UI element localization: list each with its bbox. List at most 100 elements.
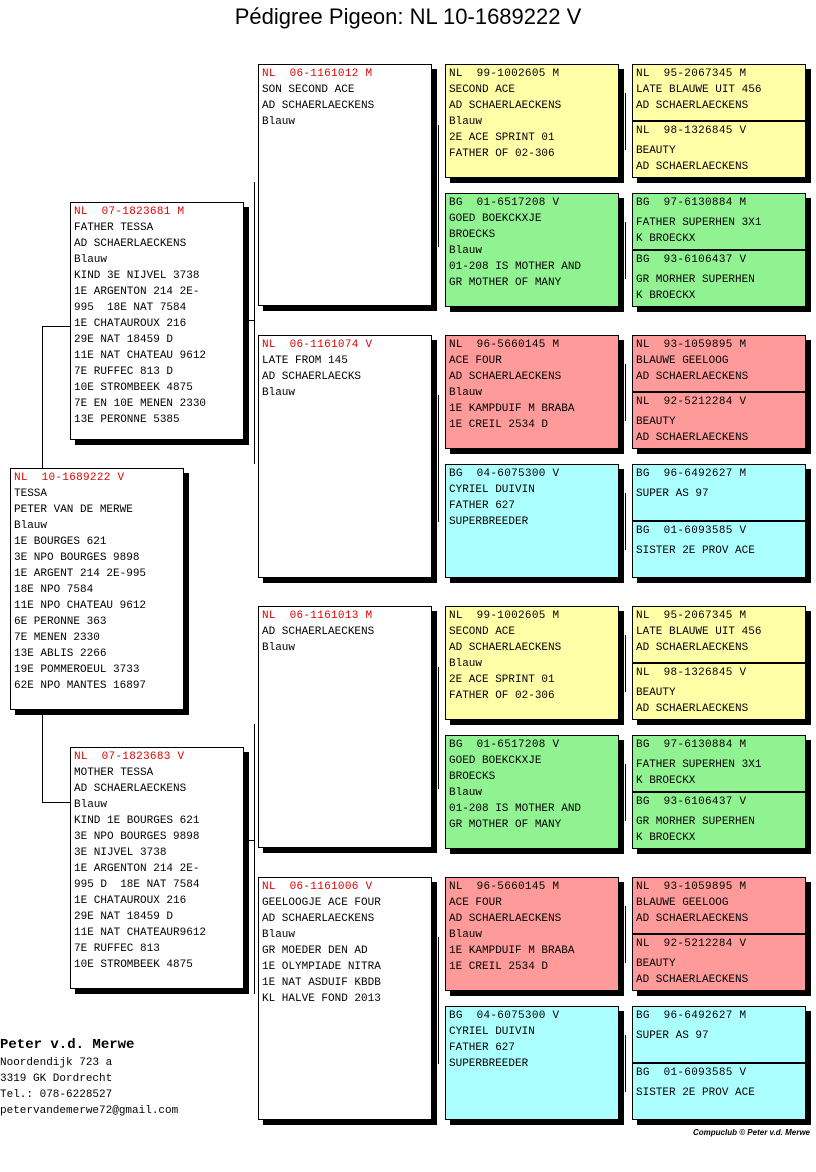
ring-number: NL 07-1823683 V bbox=[74, 751, 185, 763]
pigeon-card-gen5: NL 92-5212284 V BEAUTY AD SCHAERLAECKENS bbox=[632, 934, 806, 991]
ring-number: BG 93-6106437 V bbox=[636, 254, 747, 266]
card-line: 3E NPO BOURGES 9898 bbox=[74, 831, 200, 843]
card-line: 7E EN 10E MENEN 2330 bbox=[74, 398, 207, 410]
pigeon-card-gen5: NL 92-5212284 V BEAUTY AD SCHAERLAECKENS bbox=[632, 392, 806, 449]
card-line: 13E PERONNE 5385 bbox=[74, 414, 180, 426]
card-line: 6E PERONNE 363 bbox=[14, 616, 107, 628]
connector-line bbox=[625, 364, 626, 421]
card-line: 1E CREIL 2534 D bbox=[449, 419, 549, 431]
card-line: 11E NPO CHATEAU 9612 bbox=[14, 600, 147, 612]
card-line: 1E CREIL 2534 D bbox=[449, 961, 549, 973]
card-line: 1E CHATAUROUX 216 bbox=[74, 895, 187, 907]
ring-number: NL 98-1326845 V bbox=[636, 125, 747, 137]
page-title: Pédigree Pigeon: NL 10-1689222 V bbox=[234, 4, 582, 29]
connector-line bbox=[625, 93, 626, 150]
card-line: AD SCHAERLAECKENS bbox=[636, 642, 749, 654]
card-line: AD SCHAERLAECKENS bbox=[262, 100, 375, 112]
pigeon-card-subject: NL 10-1689222 V TESSA PETER VAN DE MERWE… bbox=[10, 468, 184, 710]
card-line: Blauw bbox=[449, 245, 483, 257]
card-line: Blauw bbox=[262, 642, 296, 654]
card-line: AD SCHAERLAECKENS bbox=[262, 626, 375, 638]
card-line: AD SCHAERLAECKENS bbox=[636, 703, 749, 715]
card-line: 11E NAT CHATEAU 9612 bbox=[74, 350, 207, 362]
card-line: FATHER SUPERHEN 3X1 bbox=[636, 759, 762, 771]
card-line: Blauw bbox=[449, 116, 483, 128]
ring-number: BG 04-6075300 V bbox=[449, 468, 560, 480]
pigeon-card-great-grandparent: NL 96-5660145 M ACE FOUR AD SCHAERLAECKE… bbox=[445, 877, 619, 991]
pigeon-card-grandparent: NL 06-1161012 M SON SECOND ACE AD SCHAER… bbox=[258, 64, 432, 306]
card-line: SECOND ACE bbox=[449, 626, 516, 638]
card-line: K BROECKX bbox=[636, 775, 696, 787]
pigeon-card-gen5: BG 96-6492627 M SUPER AS 97 bbox=[632, 1006, 806, 1063]
pigeon-card-grandparent: NL 06-1161074 V LATE FROM 145 AD SCHAERL… bbox=[258, 335, 432, 578]
connector-line bbox=[254, 182, 255, 464]
connector-line bbox=[254, 724, 255, 994]
ring-number: BG 04-6075300 V bbox=[449, 1010, 560, 1022]
pigeon-card-gen5: NL 93-1059895 M BLAUWE GEELOOG AD SCHAER… bbox=[632, 335, 806, 392]
ring-number: NL 06-1161074 V bbox=[262, 339, 373, 351]
card-line: 18E NPO 7584 bbox=[14, 584, 94, 596]
pigeon-card-grandparent: NL 06-1161013 M AD SCHAERLAECKENS Blauw bbox=[258, 606, 432, 848]
card-line: 62E NPO MANTES 16897 bbox=[14, 680, 147, 692]
ring-number: BG 93-6106437 V bbox=[636, 796, 747, 808]
connector-line bbox=[42, 710, 43, 802]
owner-city: 3319 GK Dordrecht bbox=[0, 1073, 113, 1085]
card-line: GR MORHER SUPERHEN bbox=[636, 816, 755, 828]
connector-line bbox=[244, 320, 254, 321]
card-line: Blauw bbox=[262, 387, 296, 399]
card-line: AD SCHAERLAECKENS bbox=[74, 238, 187, 250]
card-line: AD SCHAERLAECKENS bbox=[449, 100, 562, 112]
ring-number: NL 96-5660145 M bbox=[449, 339, 560, 351]
ring-number: BG 01-6093585 V bbox=[636, 1067, 747, 1079]
card-line: 10E STROMBEEK 4875 bbox=[74, 959, 193, 971]
ring-number: BG 01-6517208 V bbox=[449, 197, 560, 209]
card-line: 13E ABLIS 2266 bbox=[14, 648, 107, 660]
card-line: AD SCHAERLAECKENS bbox=[636, 371, 749, 383]
pigeon-card-gen5: BG 93-6106437 V GR MORHER SUPERHEN K BRO… bbox=[632, 250, 806, 307]
card-line: Blauw bbox=[74, 254, 108, 266]
card-line: 3E NIJVEL 3738 bbox=[74, 847, 167, 859]
card-line: GOED BOEKCKXJE bbox=[449, 755, 542, 767]
card-line: BEAUTY bbox=[636, 687, 676, 699]
card-line: 1E ARGENTON 214 2E- bbox=[74, 863, 200, 875]
ring-number: BG 96-6492627 M bbox=[636, 1010, 747, 1022]
card-line: SISTER 2E PROV ACE bbox=[636, 1087, 755, 1099]
card-line: AD SCHAERLAECKENS bbox=[636, 913, 749, 925]
owner-email: petervandemerwe72@gmail.com bbox=[0, 1105, 179, 1117]
connector-line bbox=[625, 906, 626, 963]
ring-number: BG 01-6517208 V bbox=[449, 739, 560, 751]
owner-name: Peter v.d. Merwe bbox=[0, 1037, 135, 1053]
pigeon-card-gen5: NL 98-1326845 V BEAUTY AD SCHAERLAECKENS bbox=[632, 663, 806, 720]
card-line: BROECKS bbox=[449, 229, 496, 241]
pigeon-card-gen5: NL 95-2067345 M LATE BLAUWE UIT 456 AD S… bbox=[632, 64, 806, 121]
card-line: Blauw bbox=[449, 387, 483, 399]
ring-number: NL 92-5212284 V bbox=[636, 396, 747, 408]
card-line: K BROECKX bbox=[636, 832, 696, 844]
card-line: SISTER 2E PROV ACE bbox=[636, 545, 755, 557]
card-line: K BROECKX bbox=[636, 290, 696, 302]
card-line: KL HALVE FOND 2013 bbox=[262, 993, 381, 1005]
ring-number: NL 06-1161013 M bbox=[262, 610, 373, 622]
card-line: Blauw bbox=[449, 787, 483, 799]
card-line: SUPERBREEDER bbox=[449, 1058, 529, 1070]
card-line: 01-208 IS MOTHER AND bbox=[449, 803, 582, 815]
card-line: Blauw bbox=[262, 116, 296, 128]
card-line: 7E RUFFEC 813 D bbox=[74, 366, 174, 378]
ring-number: NL 98-1326845 V bbox=[636, 667, 747, 679]
connector-line bbox=[625, 1035, 626, 1092]
card-line: GOED BOEKCKXJE bbox=[449, 213, 542, 225]
ring-number: BG 01-6093585 V bbox=[636, 525, 747, 537]
card-line: Blauw bbox=[449, 658, 483, 670]
card-line: FATHER TESSA bbox=[74, 222, 154, 234]
card-line: 995 D 18E NAT 7584 bbox=[74, 879, 200, 891]
card-line: GR MOTHER OF MANY bbox=[449, 277, 562, 289]
card-line: CYRIEL DUIVIN bbox=[449, 1026, 535, 1038]
card-line: 1E ARGENTON 214 2E- bbox=[74, 286, 200, 298]
card-line: BEAUTY bbox=[636, 145, 676, 157]
owner-phone: Tel.: 078-6228527 bbox=[0, 1089, 113, 1101]
card-line: ACE FOUR bbox=[449, 897, 502, 909]
card-line: GR MOTHER OF MANY bbox=[449, 819, 562, 831]
card-line: 29E NAT 18459 D bbox=[74, 911, 174, 923]
ring-number: NL 06-1161012 M bbox=[262, 68, 373, 80]
card-line: 2E ACE SPRINT 01 bbox=[449, 674, 555, 686]
